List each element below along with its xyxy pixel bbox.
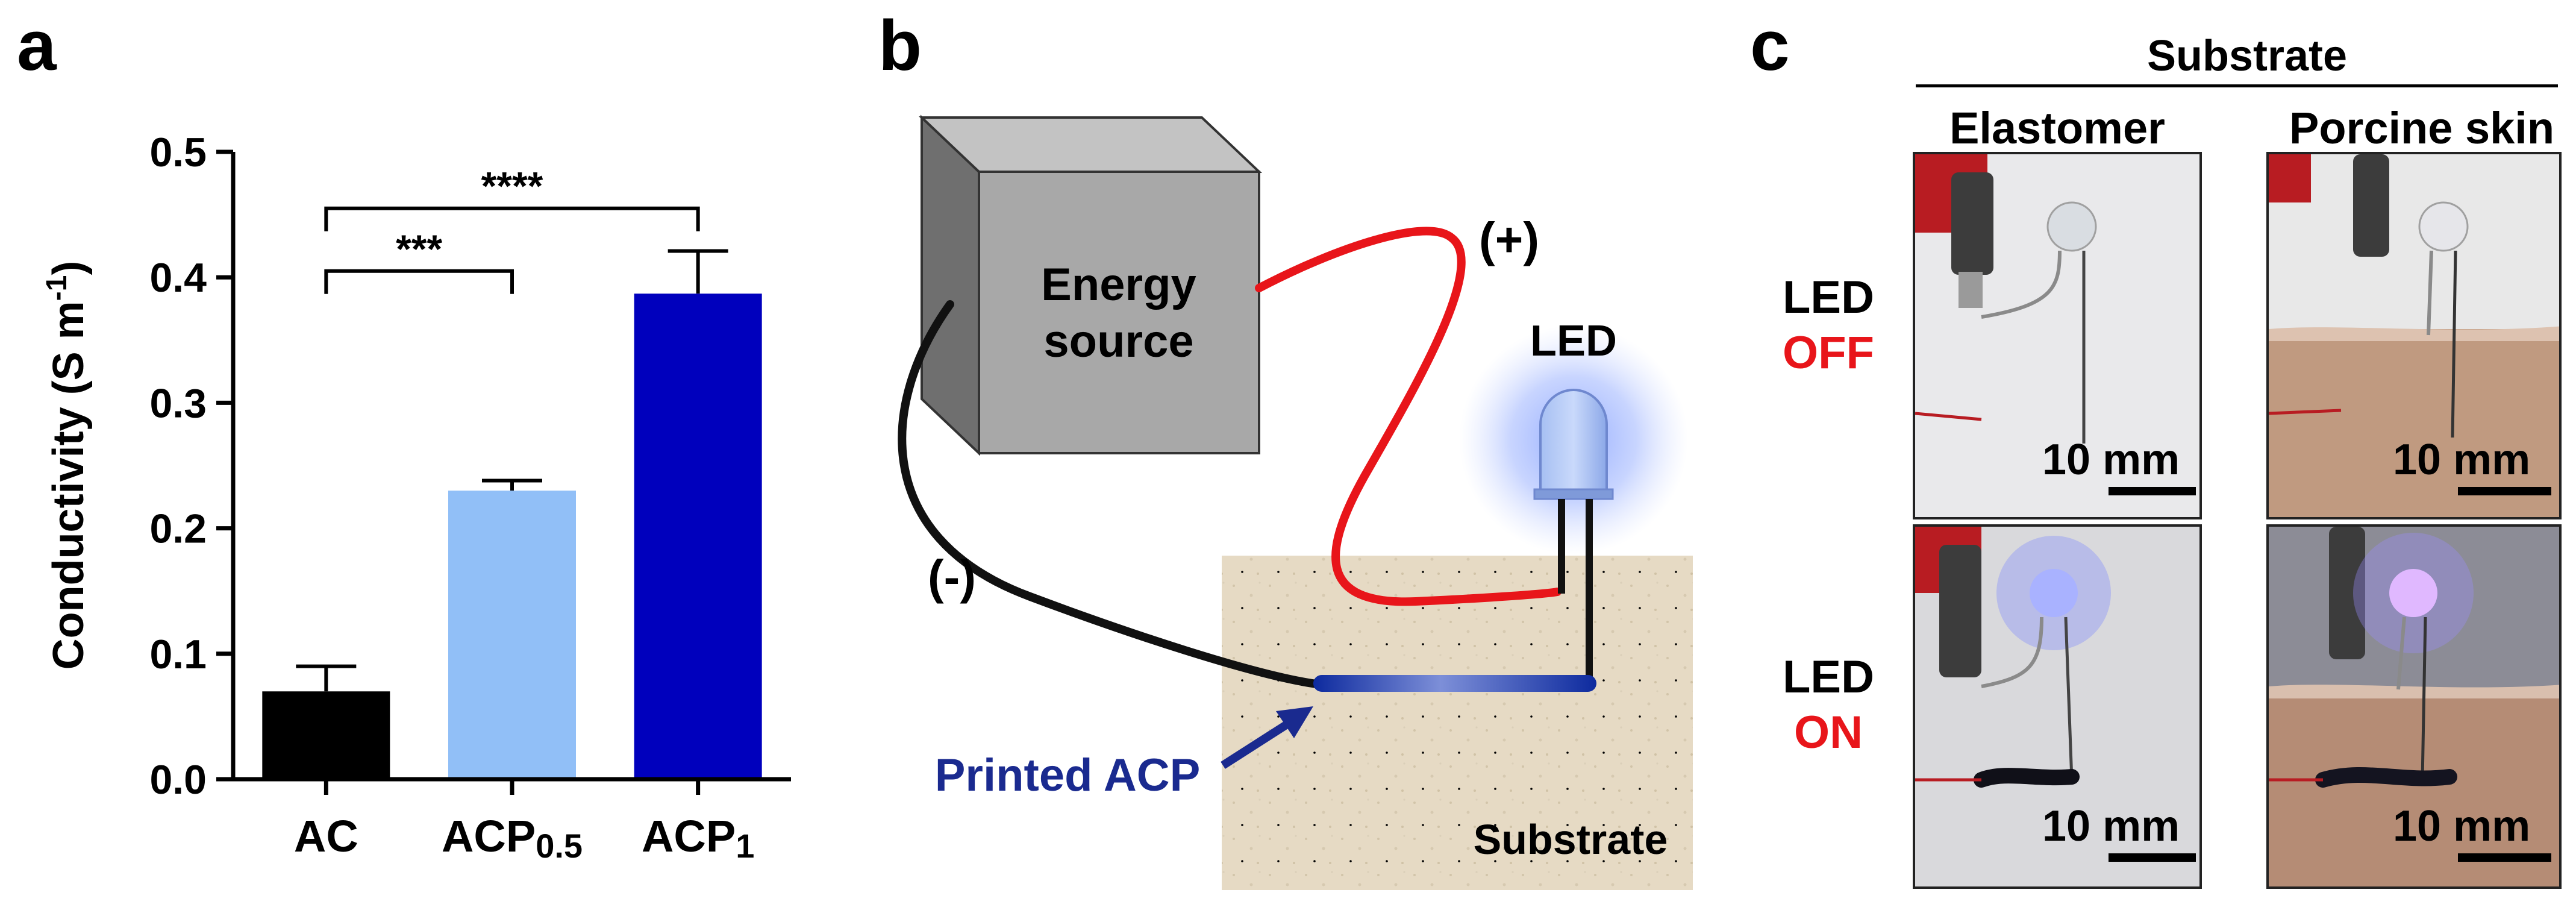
positive-terminal-label: (+) — [1479, 213, 1539, 266]
y-tick-label: 0.4 — [149, 255, 207, 301]
scale-label-porcine-off: 10 mm — [2393, 436, 2531, 484]
printed-acp-label: Printed ACP — [935, 750, 1201, 801]
circuit-diagram: Substrate Energy source (-) (+) LED Prin… — [898, 115, 1693, 890]
row-label-on: LED ON — [1768, 650, 1889, 761]
scale-bar-elastomer-on — [2109, 853, 2196, 862]
y-tick-label: 0.3 — [149, 380, 207, 426]
row-label-on-line1: LED — [1783, 651, 1874, 703]
y-tick-label: 0.5 — [149, 130, 207, 175]
y-axis-label-close: ) — [45, 261, 93, 275]
significance-label: *** — [396, 227, 442, 271]
y-axis-label-sup: -1 — [41, 275, 73, 301]
led-icon — [1533, 389, 1614, 683]
x-tick-label: ACP1 — [642, 811, 754, 865]
panel-label-b: b — [878, 6, 922, 86]
photo-porcine-skin-led-on — [2266, 524, 2562, 889]
column-label-porcine-skin: Porcine skin — [2289, 103, 2555, 153]
scale-bar-porcine-on — [2458, 853, 2551, 862]
panel-label-a: a — [17, 6, 57, 86]
scale-label-elastomer-off: 10 mm — [2042, 436, 2180, 484]
y-axis-label-main: Conductivity (S m — [45, 301, 93, 670]
column-label-elastomer: Elastomer — [1949, 103, 2165, 153]
photo-elastomer-led-off — [1913, 152, 2202, 519]
energy-source-label-line2: source — [1043, 316, 1193, 367]
scale-bar-elastomer-off — [2109, 487, 2196, 495]
row-label-off-line2: OFF — [1783, 327, 1874, 378]
significance-bracket — [324, 269, 514, 294]
panel-label-c: c — [1750, 6, 1790, 86]
bar-ACP0.5 — [448, 491, 576, 779]
y-tick-label: 0.2 — [149, 506, 207, 552]
energy-source-box — [918, 115, 1263, 456]
negative-terminal-label: (-) — [928, 550, 976, 604]
y-axis-label: Conductivity (S m-1) — [41, 261, 93, 670]
printed-acp-arrow — [1221, 706, 1313, 769]
photos-header: Substrate — [2146, 32, 2348, 80]
x-tick-label: ACP0.5 — [442, 811, 583, 865]
bar-ACP1 — [634, 293, 762, 779]
photos-header-rule — [1916, 84, 2558, 87]
scale-label-elastomer-on: 10 mm — [2042, 802, 2180, 850]
negative-wire — [898, 300, 1321, 688]
bar-AC — [262, 691, 390, 779]
y-tick-label: 0.0 — [149, 757, 207, 803]
energy-source-label-line1: Energy — [1041, 259, 1196, 310]
y-tick-label: 0.1 — [149, 632, 207, 677]
led-label: LED — [1530, 317, 1617, 365]
scale-bar-porcine-off — [2458, 487, 2551, 495]
photo-elastomer-led-on — [1913, 524, 2202, 889]
printed-acp-trace — [1313, 675, 1596, 692]
scale-label-porcine-on: 10 mm — [2393, 802, 2531, 850]
row-label-off: LED OFF — [1768, 270, 1889, 381]
significance-label: **** — [481, 164, 543, 209]
row-label-on-line2: ON — [1794, 707, 1863, 758]
x-tick-label: AC — [294, 811, 358, 861]
substrate-label: Substrate — [1474, 816, 1668, 863]
row-label-off-line1: LED — [1783, 272, 1874, 323]
photo-porcine-skin-led-off — [2266, 152, 2562, 519]
positive-wire — [1255, 227, 1562, 606]
significance-bracket — [324, 206, 700, 231]
